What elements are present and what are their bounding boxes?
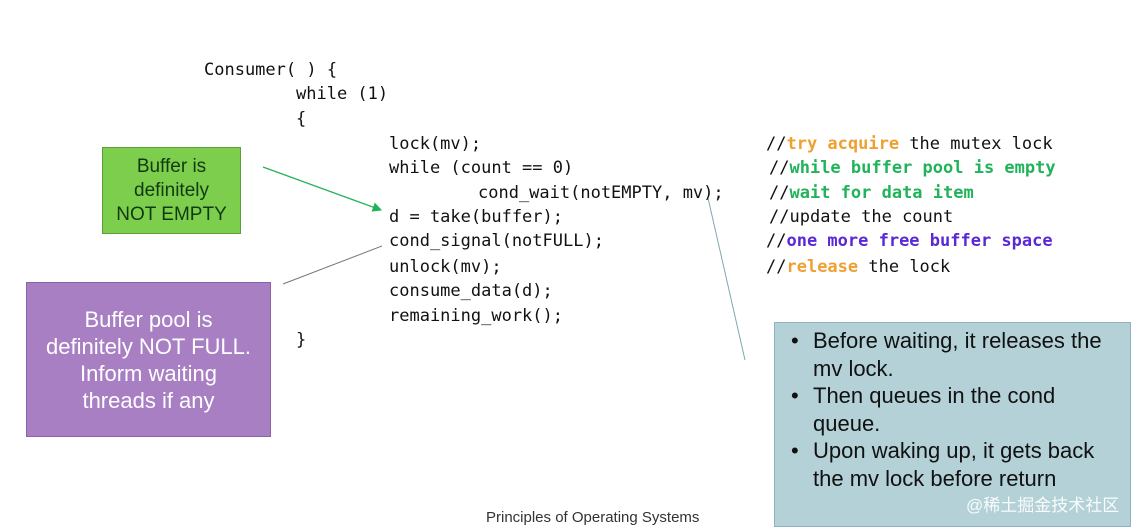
bullet-item: Before waiting, it releases the mv lock. bbox=[785, 327, 1118, 382]
callout-line: threads if any bbox=[82, 387, 215, 413]
comment-rest: the mutex lock bbox=[899, 134, 1053, 154]
comment-prefix: // bbox=[769, 207, 790, 227]
slide-footer: Principles of Operating Systems bbox=[486, 509, 700, 526]
comment-try-acquire: //try acquire the mutex lock bbox=[766, 132, 1053, 156]
bullet-item: Upon waking up, it gets back the mv lock… bbox=[785, 437, 1118, 492]
code-line-remaining: remaining_work(); bbox=[389, 306, 563, 326]
comment-highlight: while buffer pool is empty bbox=[789, 158, 1056, 178]
code-line-close-brace: } bbox=[296, 330, 307, 350]
blue-connector-line bbox=[707, 197, 746, 361]
comment-prefix: // bbox=[766, 257, 787, 277]
callout-line: NOT EMPTY bbox=[116, 203, 227, 225]
comment-prefix: // bbox=[769, 183, 790, 203]
comment-wait-data: //wait for data item bbox=[769, 181, 974, 205]
callout-not-empty: Buffer is definitely NOT EMPTY bbox=[102, 147, 241, 234]
code-line-open-brace: { bbox=[296, 109, 307, 129]
callout-cond-wait-notes: Before waiting, it releases the mv lock.… bbox=[774, 322, 1131, 527]
code-line-take: d = take(buffer); bbox=[389, 207, 563, 227]
green-arrow bbox=[262, 166, 383, 212]
purple-connector-line bbox=[282, 245, 383, 285]
comment-prefix: // bbox=[766, 134, 787, 154]
code-line-while-count: while (count == 0) bbox=[389, 158, 574, 178]
comment-update-count: //update the count bbox=[769, 205, 953, 229]
bullet-list: Before waiting, it releases the mv lock.… bbox=[785, 327, 1118, 492]
callout-line: Inform waiting bbox=[80, 360, 217, 386]
watermark: @稀土掘金技术社区 bbox=[966, 496, 1120, 515]
comment-highlight: one more free buffer space bbox=[786, 231, 1053, 251]
comment-highlight: wait for data item bbox=[789, 183, 974, 203]
comment-release: //release the lock bbox=[766, 255, 950, 279]
callout-line: definitely bbox=[134, 179, 209, 201]
code-line-consumer: Consumer( ) { bbox=[204, 60, 338, 80]
comment-free-space: //one more free buffer space bbox=[766, 229, 1053, 253]
comment-while-empty: //while buffer pool is empty bbox=[769, 156, 1056, 180]
code-line-unlock: unlock(mv); bbox=[389, 257, 502, 277]
callout-line: Buffer is bbox=[136, 155, 207, 177]
comment-highlight: try acquire bbox=[786, 134, 900, 154]
code-line-while-1: while (1) bbox=[296, 84, 389, 104]
callout-line: Buffer pool is bbox=[84, 306, 213, 332]
code-line-cond-wait: cond_wait(notEMPTY, mv); bbox=[478, 183, 724, 203]
callout-line: definitely NOT FULL. bbox=[45, 333, 251, 359]
callout-not-full: Buffer pool is definitely NOT FULL. Info… bbox=[26, 282, 271, 437]
comment-rest: the lock bbox=[858, 257, 951, 277]
code-line-cond-signal: cond_signal(notFULL); bbox=[389, 231, 604, 251]
comment-rest: update the count bbox=[789, 207, 954, 227]
comment-prefix: // bbox=[766, 231, 787, 251]
comment-prefix: // bbox=[769, 158, 790, 178]
code-line-consume: consume_data(d); bbox=[389, 281, 553, 301]
comment-highlight: release bbox=[786, 257, 859, 277]
code-line-lock: lock(mv); bbox=[389, 134, 482, 154]
bullet-item: Then queues in the cond queue. bbox=[785, 382, 1118, 437]
